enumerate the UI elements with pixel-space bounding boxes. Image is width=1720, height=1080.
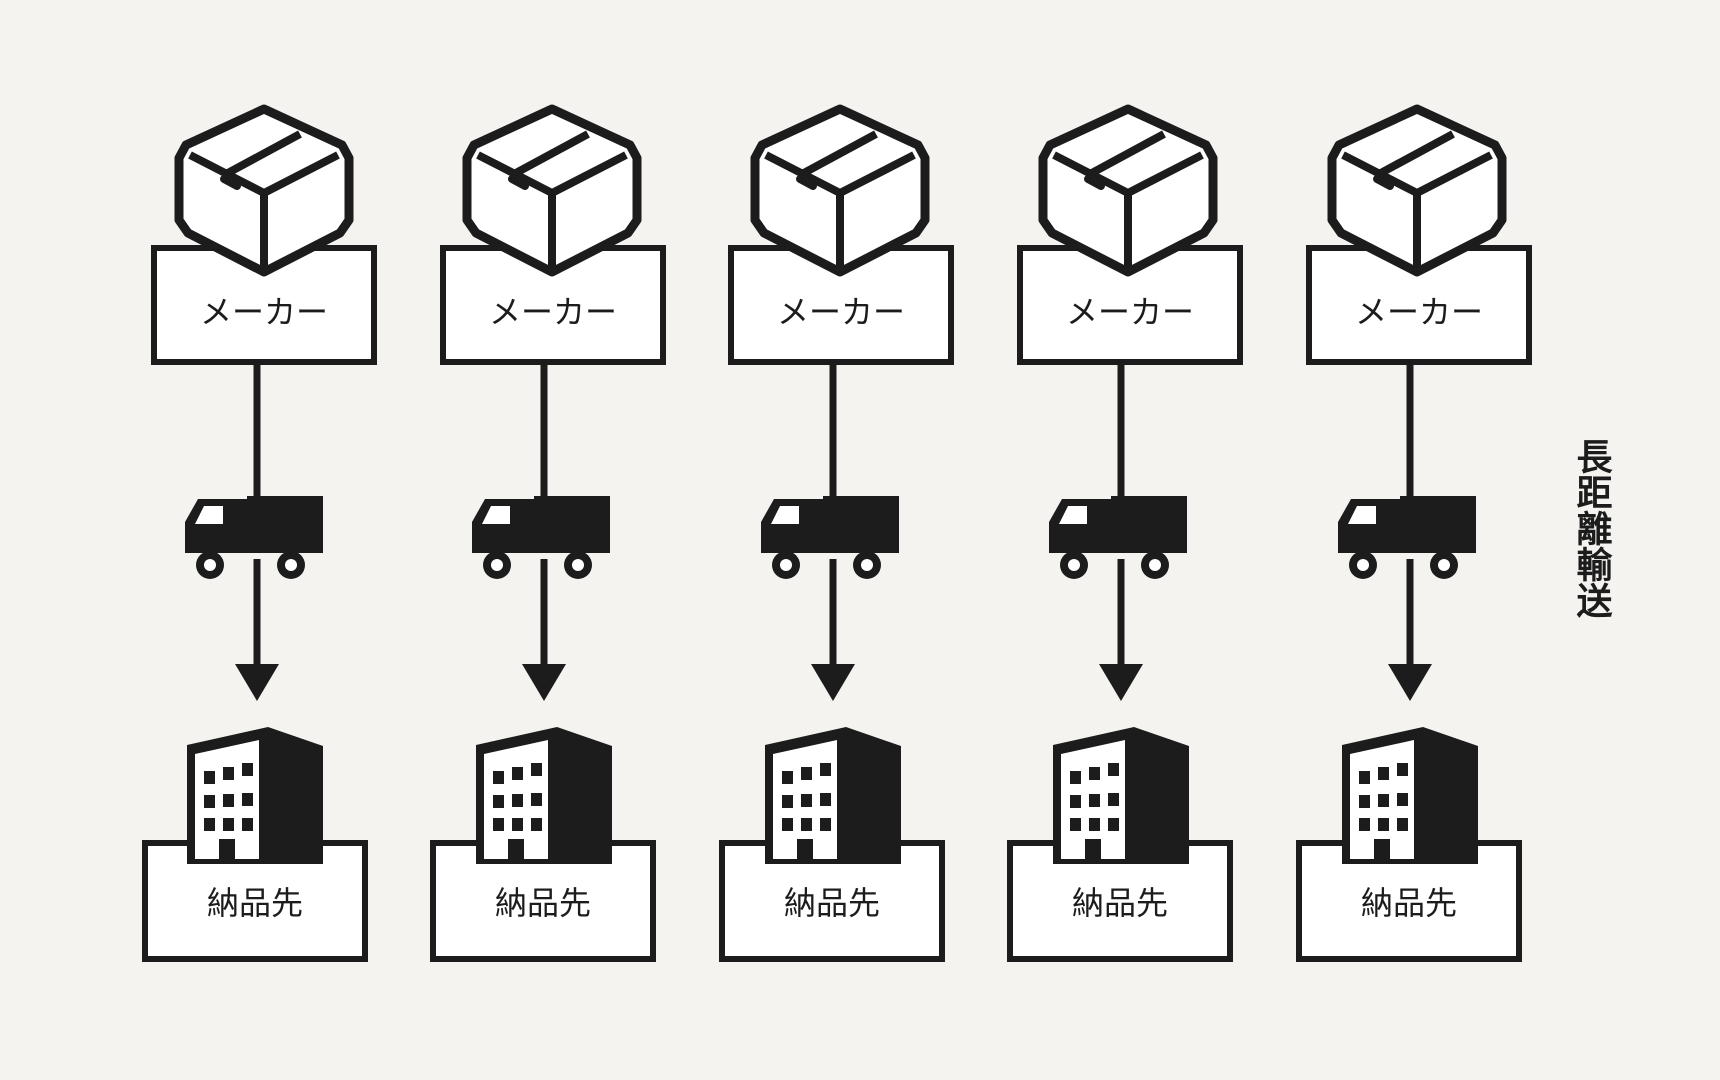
arrow-head xyxy=(811,664,855,701)
flow-column: メーカー 納品先 xyxy=(142,109,377,962)
destination-label: 納品先 xyxy=(1072,884,1168,922)
arrow-head xyxy=(522,664,566,701)
destination-label: 納品先 xyxy=(1361,884,1457,922)
maker-label: メーカー xyxy=(200,293,328,331)
destination-label: 納品先 xyxy=(495,884,591,922)
flow-column: メーカー 納品先 xyxy=(430,109,666,962)
maker-label: メーカー xyxy=(1355,293,1483,331)
flow-column: メーカー 納品先 xyxy=(719,109,954,962)
arrow-head xyxy=(235,664,279,701)
flow-column: メーカー 納品先 xyxy=(1296,109,1532,962)
maker-label: メーカー xyxy=(1066,293,1194,331)
destination-label: 納品先 xyxy=(784,884,880,922)
maker-label: メーカー xyxy=(777,293,905,331)
destination-box xyxy=(719,840,945,962)
arrow-head xyxy=(1388,664,1432,701)
long-distance-label: 長距離輸送 xyxy=(1571,438,1613,619)
office-building-icon xyxy=(1342,727,1478,864)
office-building-icon xyxy=(476,727,612,864)
flow-column: メーカー 納品先 xyxy=(1007,109,1243,962)
destination-label: 納品先 xyxy=(207,884,303,922)
office-building-icon xyxy=(1053,727,1189,864)
office-building-icon xyxy=(187,727,323,864)
arrow-head xyxy=(1099,664,1143,701)
office-building-icon xyxy=(765,727,901,864)
maker-label: メーカー xyxy=(489,293,617,331)
